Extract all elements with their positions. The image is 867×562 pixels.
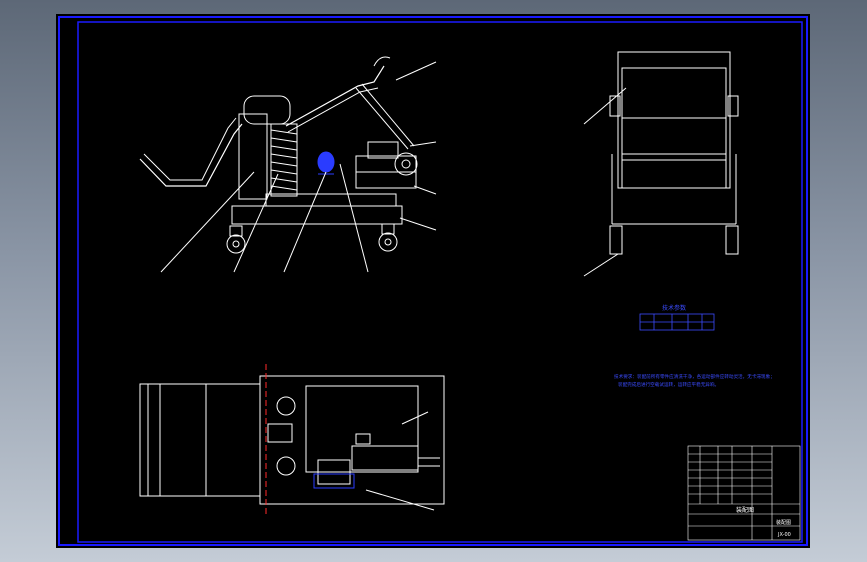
requirement-line-2: 装配完成后进行空载试运转，运转应平稳无异响。 xyxy=(618,381,719,388)
left-caster-wheel xyxy=(226,234,246,254)
motor-housing xyxy=(367,141,399,159)
spring-coil xyxy=(270,123,298,197)
right-caster-wheel xyxy=(378,232,398,252)
column xyxy=(238,113,268,200)
column-cap xyxy=(243,95,291,125)
top-view-handle-block xyxy=(139,383,261,497)
drawing-number: JX-00 xyxy=(777,532,791,538)
front-view xyxy=(139,56,437,273)
table-heading: 技术参数 xyxy=(662,304,686,312)
top-view-motor xyxy=(351,445,419,471)
title-block xyxy=(687,445,801,541)
top-view xyxy=(139,364,445,514)
top-view-hole-2 xyxy=(276,456,296,476)
gear-wheel xyxy=(394,152,418,176)
outer-border-frame xyxy=(58,16,808,546)
side-view xyxy=(583,51,739,277)
requirement-line-1: 技术要求：装配前所有零件应清洗干净，各运动部件应转动灵活，无卡滞现象； xyxy=(614,373,775,380)
cad-drawing-viewport[interactable]: 技术参数 技术要求：装配前所有零件应清洗干净，各运动部件应转动灵活，无卡滞现象；… xyxy=(56,14,810,548)
handle-bar xyxy=(139,123,243,187)
side-left-wheel xyxy=(609,225,623,255)
top-view-platform xyxy=(259,375,445,505)
side-right-wheel xyxy=(725,225,739,255)
parameter-table xyxy=(639,313,715,331)
side-frame-box xyxy=(617,51,731,189)
top-view-blue-part xyxy=(313,473,355,489)
drive-rod xyxy=(355,87,409,150)
top-view-hole-1 xyxy=(276,396,296,416)
assembly-drawing-canvas: 技术参数 技术要求：装配前所有零件应清洗干净，各运动部件应转动灵活，无卡滞现象；… xyxy=(58,16,808,546)
base-platform xyxy=(231,205,403,225)
inner-border-frame xyxy=(77,21,803,543)
lever-arm xyxy=(285,65,385,127)
title-block-name: 装配图 xyxy=(736,506,754,514)
title-block-heading: 装配图 xyxy=(776,519,791,526)
blue-motor-element xyxy=(317,151,335,173)
